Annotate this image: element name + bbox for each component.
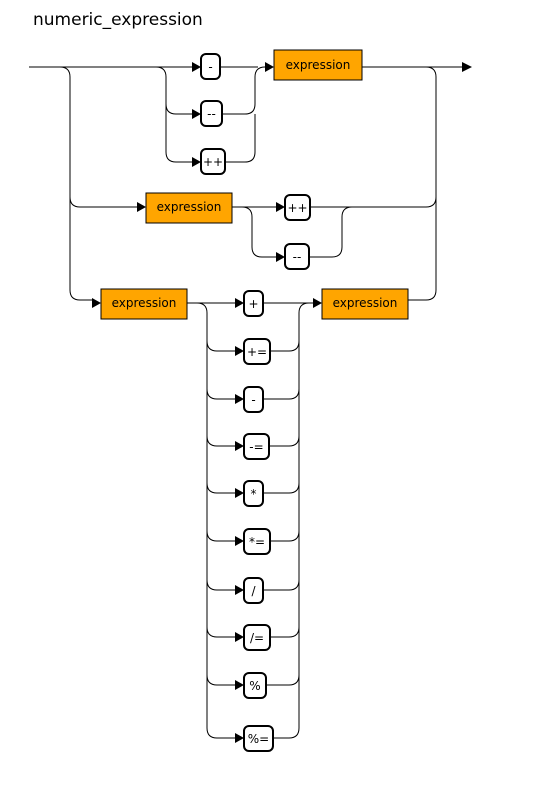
arrow-into-op-multiply [235,488,244,498]
terminal-op-modulo-assign: %= [243,725,274,752]
arrow-into-binary-left [92,298,101,308]
arrow-into-op-multiply-assign [235,536,244,546]
terminal-op-plus-assign: += [243,338,271,365]
terminal-label: ++ [287,201,307,215]
arrow-into-binary-right [313,298,322,308]
railroad-arrows [92,62,472,743]
arrow-into-unary-increment [192,157,201,167]
terminal-label: *= [249,535,265,549]
terminal-label: -- [293,250,302,264]
terminal-op-multiply-assign: *= [243,528,271,555]
terminal-op-multiply: * [243,480,264,507]
terminal-op-modulo: % [243,672,267,699]
railroad-lines [29,66,462,739]
terminal-op-plus: + [243,290,264,317]
terminal-unary-minus: - [200,53,221,80]
terminal-postfix-increment: ++ [284,194,311,221]
nonterminal-postfix-operand: expression [145,192,233,224]
terminal-label: ++ [203,155,223,169]
arrow-into-op-divide [235,585,244,595]
terminal-label: + [248,297,258,311]
arrow-exit [462,62,472,72]
terminal-label: % [249,679,260,693]
terminal-op-divide: / [243,577,264,604]
nonterminal-binary-left: expression [100,288,188,320]
terminal-postfix-decrement: -- [284,243,310,270]
nonterminal-label: expression [286,58,351,72]
nonterminal-unary-operand: expression [273,49,363,81]
arrow-into-op-divide-assign [235,632,244,642]
nonterminal-binary-right: expression [321,288,409,320]
arrow-into-postfix-operand [137,202,146,212]
arrow-into-op-modulo-assign [235,733,244,743]
terminal-op-divide-assign: /= [243,624,271,651]
arrow-into-op-modulo [235,680,244,690]
terminal-label: - [208,60,212,74]
arrow-into-op-plus [235,298,244,308]
arrow-into-op-plus-assign [235,346,244,356]
nonterminal-label: expression [333,296,398,310]
nonterminal-label: expression [112,296,177,310]
arrow-into-postfix-decrement [276,252,285,262]
terminal-unary-decrement: -- [200,100,223,127]
terminal-op-minus-assign: -= [243,433,270,460]
terminal-label: * [251,487,257,501]
arrow-into-unary-minus [192,62,201,72]
terminal-label: += [247,345,267,359]
terminal-label: -= [249,440,263,454]
terminal-op-minus: - [243,386,264,413]
arrow-into-op-minus [235,394,244,404]
terminal-label: -- [207,107,216,121]
arrow-into-unary-decrement [192,109,201,119]
arrow-into-op-minus-assign [235,441,244,451]
terminal-label: - [251,393,255,407]
terminal-label: / [251,584,256,598]
nonterminal-label: expression [157,200,222,214]
diagram-title: numeric_expression [33,10,203,30]
terminal-label: %= [248,732,269,746]
arrow-into-unary-operand [265,62,274,72]
terminal-label: /= [250,631,264,645]
arrow-into-postfix-increment [276,202,285,212]
terminal-unary-increment: ++ [200,148,226,175]
